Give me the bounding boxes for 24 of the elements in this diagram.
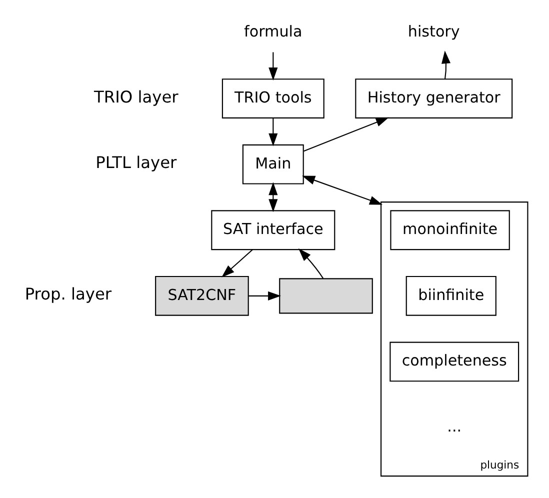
node-box: SAT2CNF [155, 276, 249, 316]
node-box: completeness [390, 342, 520, 382]
node-text: history [408, 22, 460, 41]
label: PLTL layer [96, 153, 177, 172]
label: Prop. layer [24, 284, 112, 304]
node-text: formula [244, 22, 302, 41]
arrow [442, 50, 451, 79]
node-box: History generator [355, 78, 513, 118]
arrow [302, 176, 383, 205]
arrow [298, 248, 324, 279]
node-box: TRIO tools [222, 78, 324, 118]
arrow [268, 118, 278, 146]
arrow [268, 182, 278, 212]
arrow [268, 52, 278, 80]
node-box: biinfinite [406, 276, 496, 316]
node-text: ... [447, 418, 462, 436]
label: TRIO layer [94, 87, 178, 106]
arrow [304, 117, 389, 152]
node-box: SAT interface [211, 210, 336, 250]
node-box: Main [242, 144, 304, 184]
node-box: monoinfinite [390, 210, 510, 250]
node-box [279, 278, 373, 314]
arrow [222, 249, 253, 278]
arrow [248, 291, 281, 300]
